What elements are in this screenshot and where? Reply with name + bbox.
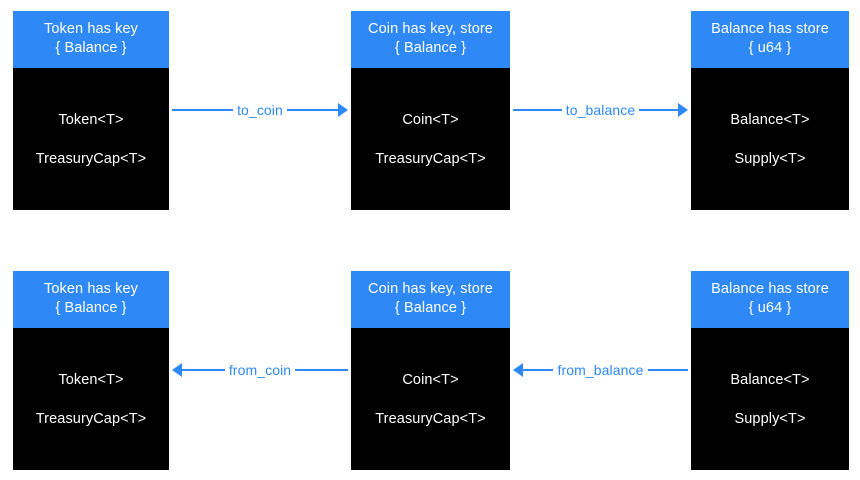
node-header-balance-top: Balance has store { u64 }	[691, 11, 849, 68]
node-body-token-top: Token<T> TreasuryCap<T>	[13, 68, 169, 210]
node-body-balance-top: Balance<T> Supply<T>	[691, 68, 849, 210]
node-field: TreasuryCap<T>	[375, 150, 486, 167]
node-body-coin-top: Coin<T> TreasuryCap<T>	[351, 68, 510, 210]
node-token-bottom: Token has key { Balance } Token<T> Treas…	[13, 271, 169, 470]
arrow-left-icon	[172, 363, 348, 377]
node-field: Token<T>	[58, 371, 124, 388]
node-field: Coin<T>	[402, 111, 459, 128]
node-coin-top: Coin has key, store { Balance } Coin<T> …	[351, 11, 510, 210]
node-field: Balance<T>	[730, 111, 810, 128]
node-field: Token<T>	[58, 111, 124, 128]
node-header-coin-top: Coin has key, store { Balance }	[351, 11, 510, 68]
edge-from-coin: from_coin	[172, 355, 348, 385]
node-header-token-bottom: Token has key { Balance }	[13, 271, 169, 328]
edge-to-coin: to_coin	[172, 95, 348, 125]
node-token-top: Token has key { Balance } Token<T> Treas…	[13, 11, 169, 210]
node-field: Coin<T>	[402, 371, 459, 388]
edge-label-from-coin: from_coin	[224, 361, 296, 379]
arrow-right-icon	[513, 103, 688, 117]
node-body-balance-bottom: Balance<T> Supply<T>	[691, 328, 849, 470]
node-header-balance-bottom: Balance has store { u64 }	[691, 271, 849, 328]
node-field: Supply<T>	[734, 410, 806, 427]
node-coin-bottom: Coin has key, store { Balance } Coin<T> …	[351, 271, 510, 470]
arrow-right-icon	[172, 103, 348, 117]
node-field: TreasuryCap<T>	[35, 410, 147, 427]
edge-label-to-balance: to_balance	[561, 101, 640, 119]
edge-to-balance: to_balance	[513, 95, 688, 125]
node-field: Balance<T>	[730, 371, 810, 388]
edge-from-balance: from_balance	[513, 355, 688, 385]
arrow-left-icon	[513, 363, 688, 377]
edge-label-from-balance: from_balance	[553, 361, 648, 379]
edge-label-to-coin: to_coin	[233, 101, 287, 119]
node-body-coin-bottom: Coin<T> TreasuryCap<T>	[351, 328, 510, 470]
node-header-token-top: Token has key { Balance }	[13, 11, 169, 68]
node-body-token-bottom: Token<T> TreasuryCap<T>	[13, 328, 169, 470]
node-field: TreasuryCap<T>	[35, 150, 147, 167]
node-balance-bottom: Balance has store { u64 } Balance<T> Sup…	[691, 271, 849, 470]
node-field: TreasuryCap<T>	[375, 410, 486, 427]
node-header-coin-bottom: Coin has key, store { Balance }	[351, 271, 510, 328]
node-field: Supply<T>	[734, 150, 806, 167]
node-balance-top: Balance has store { u64 } Balance<T> Sup…	[691, 11, 849, 210]
